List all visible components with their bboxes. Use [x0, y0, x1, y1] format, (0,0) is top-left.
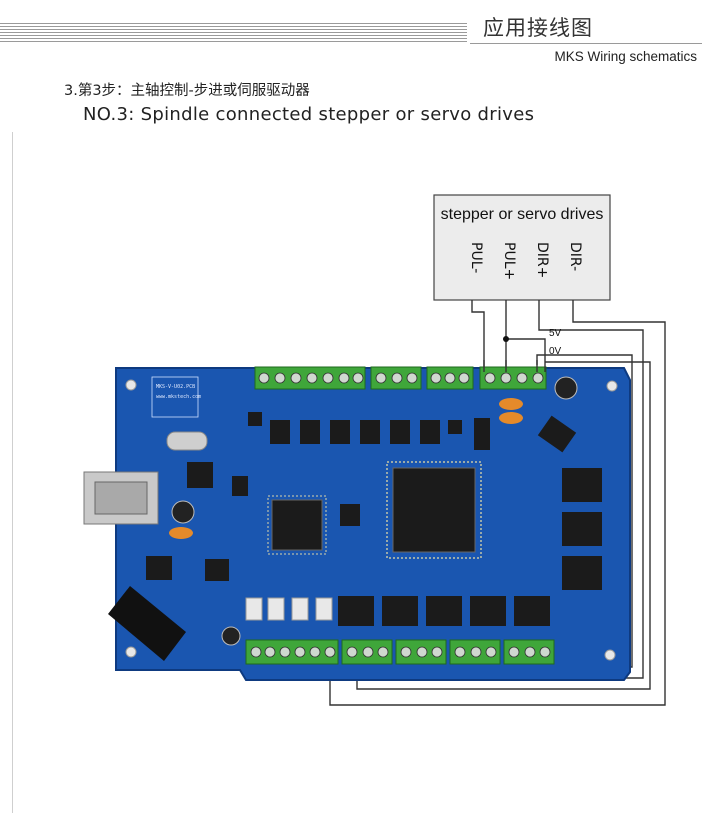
driver-box: stepper or servo drives PUL- PUL+ DIR+ D… — [433, 194, 611, 301]
pin-pul-minus: PUL- — [468, 242, 484, 273]
label-5v: 5V — [549, 328, 562, 339]
wire-dir-minus — [329, 300, 666, 706]
header-rule — [470, 43, 702, 44]
wire-5v-link — [506, 338, 546, 362]
bottom-terminals — [245, 639, 555, 665]
pin-dir-plus: DIR+ — [534, 242, 550, 278]
margin-rule — [12, 132, 13, 813]
pin-dir-minus: DIR- — [567, 242, 583, 271]
silk-id-2: www.mkstech.com — [156, 394, 201, 400]
label-0v: 0V — [549, 346, 562, 357]
step-heading-chinese: 3.第3步：主轴控制-步进或伺服驱动器 — [64, 83, 310, 99]
driver-box-label: stepper or servo drives — [441, 206, 604, 223]
controller-board: MKS-V-U02.PCB www.mkstech.com — [83, 367, 631, 681]
header-decorative-lines — [0, 23, 467, 43]
page-subtitle: MKS Wiring schematics — [554, 49, 697, 64]
pin-pul-plus: PUL+ — [501, 242, 517, 280]
wire-junction — [503, 336, 509, 342]
page-title: 应用接线图 — [483, 16, 593, 40]
wire-pul-minus — [471, 300, 485, 372]
step-heading-english: NO.3: Spindle connected stepper or servo… — [83, 104, 535, 125]
silk-id-1: MKS-V-U02.PCB — [156, 384, 195, 390]
top-terminals — [254, 366, 547, 390]
